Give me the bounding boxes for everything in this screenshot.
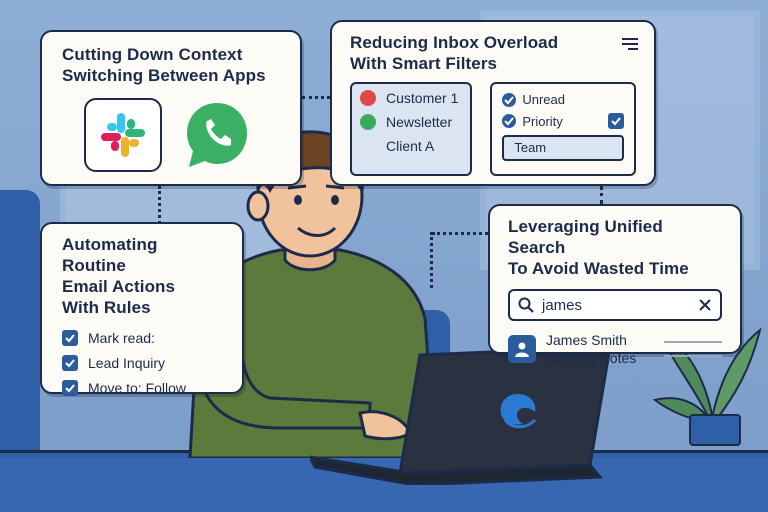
title-line: Automating Routine: [62, 235, 158, 275]
close-icon[interactable]: [698, 298, 712, 312]
avatar-icon: [508, 335, 536, 363]
filters-card-title: Reducing Inbox Overload With Smart Filte…: [350, 32, 636, 74]
checkbox-icon[interactable]: [62, 330, 78, 346]
rule-lead-inquiry[interactable]: Lead Inquiry: [62, 355, 222, 371]
slack-icon[interactable]: [84, 98, 162, 172]
label-newsletter[interactable]: Newsletter: [360, 114, 462, 130]
label-text: Newsletter: [386, 114, 453, 130]
green-dot-icon: [360, 114, 376, 130]
label-list: Customer 1 Newsletter Client A: [350, 82, 473, 176]
smart-filters-card: Reducing Inbox Overload With Smart Filte…: [330, 20, 656, 186]
rule-text: Lead Inquiry: [88, 355, 166, 371]
search-icon: [518, 297, 534, 313]
title-line: Cutting Down Context: [62, 45, 243, 64]
title-line: Email Actions: [62, 277, 176, 296]
context-card-title: Cutting Down Context Switching Between A…: [62, 44, 280, 86]
title-line: With Rules: [62, 298, 151, 317]
tag-field[interactable]: Team: [502, 135, 624, 161]
unified-search-card: Leveraging Unified Search To Avoid Waste…: [488, 204, 742, 366]
tag-text: Team: [514, 140, 547, 155]
label-client-a[interactable]: Client A: [360, 138, 462, 154]
title-line: Leveraging Unified Search: [508, 217, 663, 257]
search-input[interactable]: james: [508, 289, 722, 321]
rule-mark-read[interactable]: Mark read:: [62, 330, 222, 346]
label-text: Client A: [386, 138, 435, 154]
rule-text: Mark read:: [88, 330, 155, 346]
checkbox-icon[interactable]: [62, 355, 78, 371]
connector-line: [302, 96, 330, 99]
context-switching-card: Cutting Down Context Switching Between A…: [40, 30, 302, 186]
connector-line: [600, 186, 603, 204]
checkbox-icon[interactable]: [62, 380, 78, 396]
rules-card: Automating Routine Email Actions With Ru…: [40, 222, 244, 396]
title-line: With Smart Filters: [350, 54, 498, 73]
connector-line: [432, 232, 488, 235]
connector-line: [158, 186, 161, 224]
filter-options: Unread Priority Team: [490, 82, 636, 176]
option-priority[interactable]: Priority: [502, 113, 624, 129]
rule-text: Move to: Follow: [88, 380, 187, 396]
priority-check-icon[interactable]: [502, 114, 517, 128]
result-lines: [664, 341, 722, 357]
option-text: Unread: [522, 92, 565, 107]
label-customer-1[interactable]: Customer 1: [360, 90, 462, 106]
title-line: To Avoid Wasted Time: [508, 259, 689, 278]
label-text: Customer 1: [386, 90, 459, 106]
chair: [0, 190, 40, 460]
desk-edge: [0, 458, 768, 512]
option-text: Priority: [522, 113, 563, 129]
red-dot-icon: [360, 90, 376, 106]
laptop-logo-icon: [500, 394, 537, 429]
search-result[interactable]: James Smith Meeting Notes: [508, 331, 722, 367]
whatsapp-icon[interactable]: [178, 98, 256, 172]
title-line: Reducing Inbox Overload: [350, 33, 559, 52]
unread-check-icon[interactable]: [502, 92, 517, 107]
result-subtitle: Meeting Notes: [546, 350, 637, 366]
search-query: james: [542, 296, 583, 314]
priority-checkbox[interactable]: [608, 113, 624, 129]
option-unread[interactable]: Unread: [502, 92, 624, 107]
search-card-title: Leveraging Unified Search To Avoid Waste…: [508, 216, 722, 279]
menu-icon[interactable]: [622, 38, 638, 50]
result-name: James Smith: [546, 332, 627, 348]
title-line: Switching Between Apps: [62, 66, 266, 85]
connector-line: [430, 232, 433, 288]
rules-card-title: Automating Routine Email Actions With Ru…: [62, 234, 222, 318]
rule-move-to[interactable]: Move to: Follow: [62, 380, 222, 396]
